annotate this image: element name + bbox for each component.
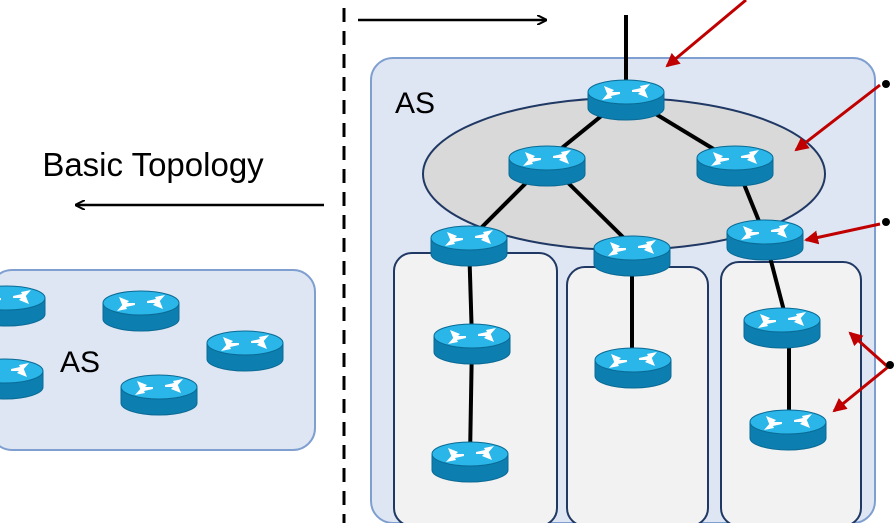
basic-topology-label: Basic Topology	[42, 146, 264, 183]
router-icon	[0, 358, 44, 400]
right-as-label: AS	[395, 87, 435, 120]
red-pointer-arrow-icon	[665, 0, 747, 68]
left-as-label: AS	[60, 346, 100, 379]
router-icon	[430, 225, 508, 267]
subdomain-box-left	[393, 252, 558, 523]
router-icon	[0, 285, 46, 327]
router-icon	[206, 330, 284, 372]
bullet-icon	[886, 361, 894, 369]
router-icon	[594, 347, 672, 389]
router-icon	[508, 145, 586, 187]
bullet-icon	[882, 80, 890, 88]
bullet-icon	[882, 218, 890, 226]
red-pointer-arrows	[665, 0, 890, 413]
red-pointer-arrow-icon	[804, 222, 881, 245]
red-pointer-arrow-icon	[794, 83, 881, 152]
router-icon	[102, 290, 180, 332]
router-icon	[593, 235, 671, 277]
router-icon	[431, 441, 509, 483]
red-pointer-arrow-icon	[832, 365, 889, 413]
router-icon	[726, 219, 804, 261]
router-icon	[120, 374, 198, 416]
red-pointer-arrow-icon	[848, 331, 890, 369]
subdomain-box-middle	[566, 266, 709, 523]
router-icon	[433, 323, 511, 365]
router-icon	[587, 79, 665, 121]
router-icon	[696, 145, 774, 187]
left-as-box	[0, 269, 316, 451]
router-icon	[749, 409, 827, 451]
router-icon	[743, 307, 821, 349]
